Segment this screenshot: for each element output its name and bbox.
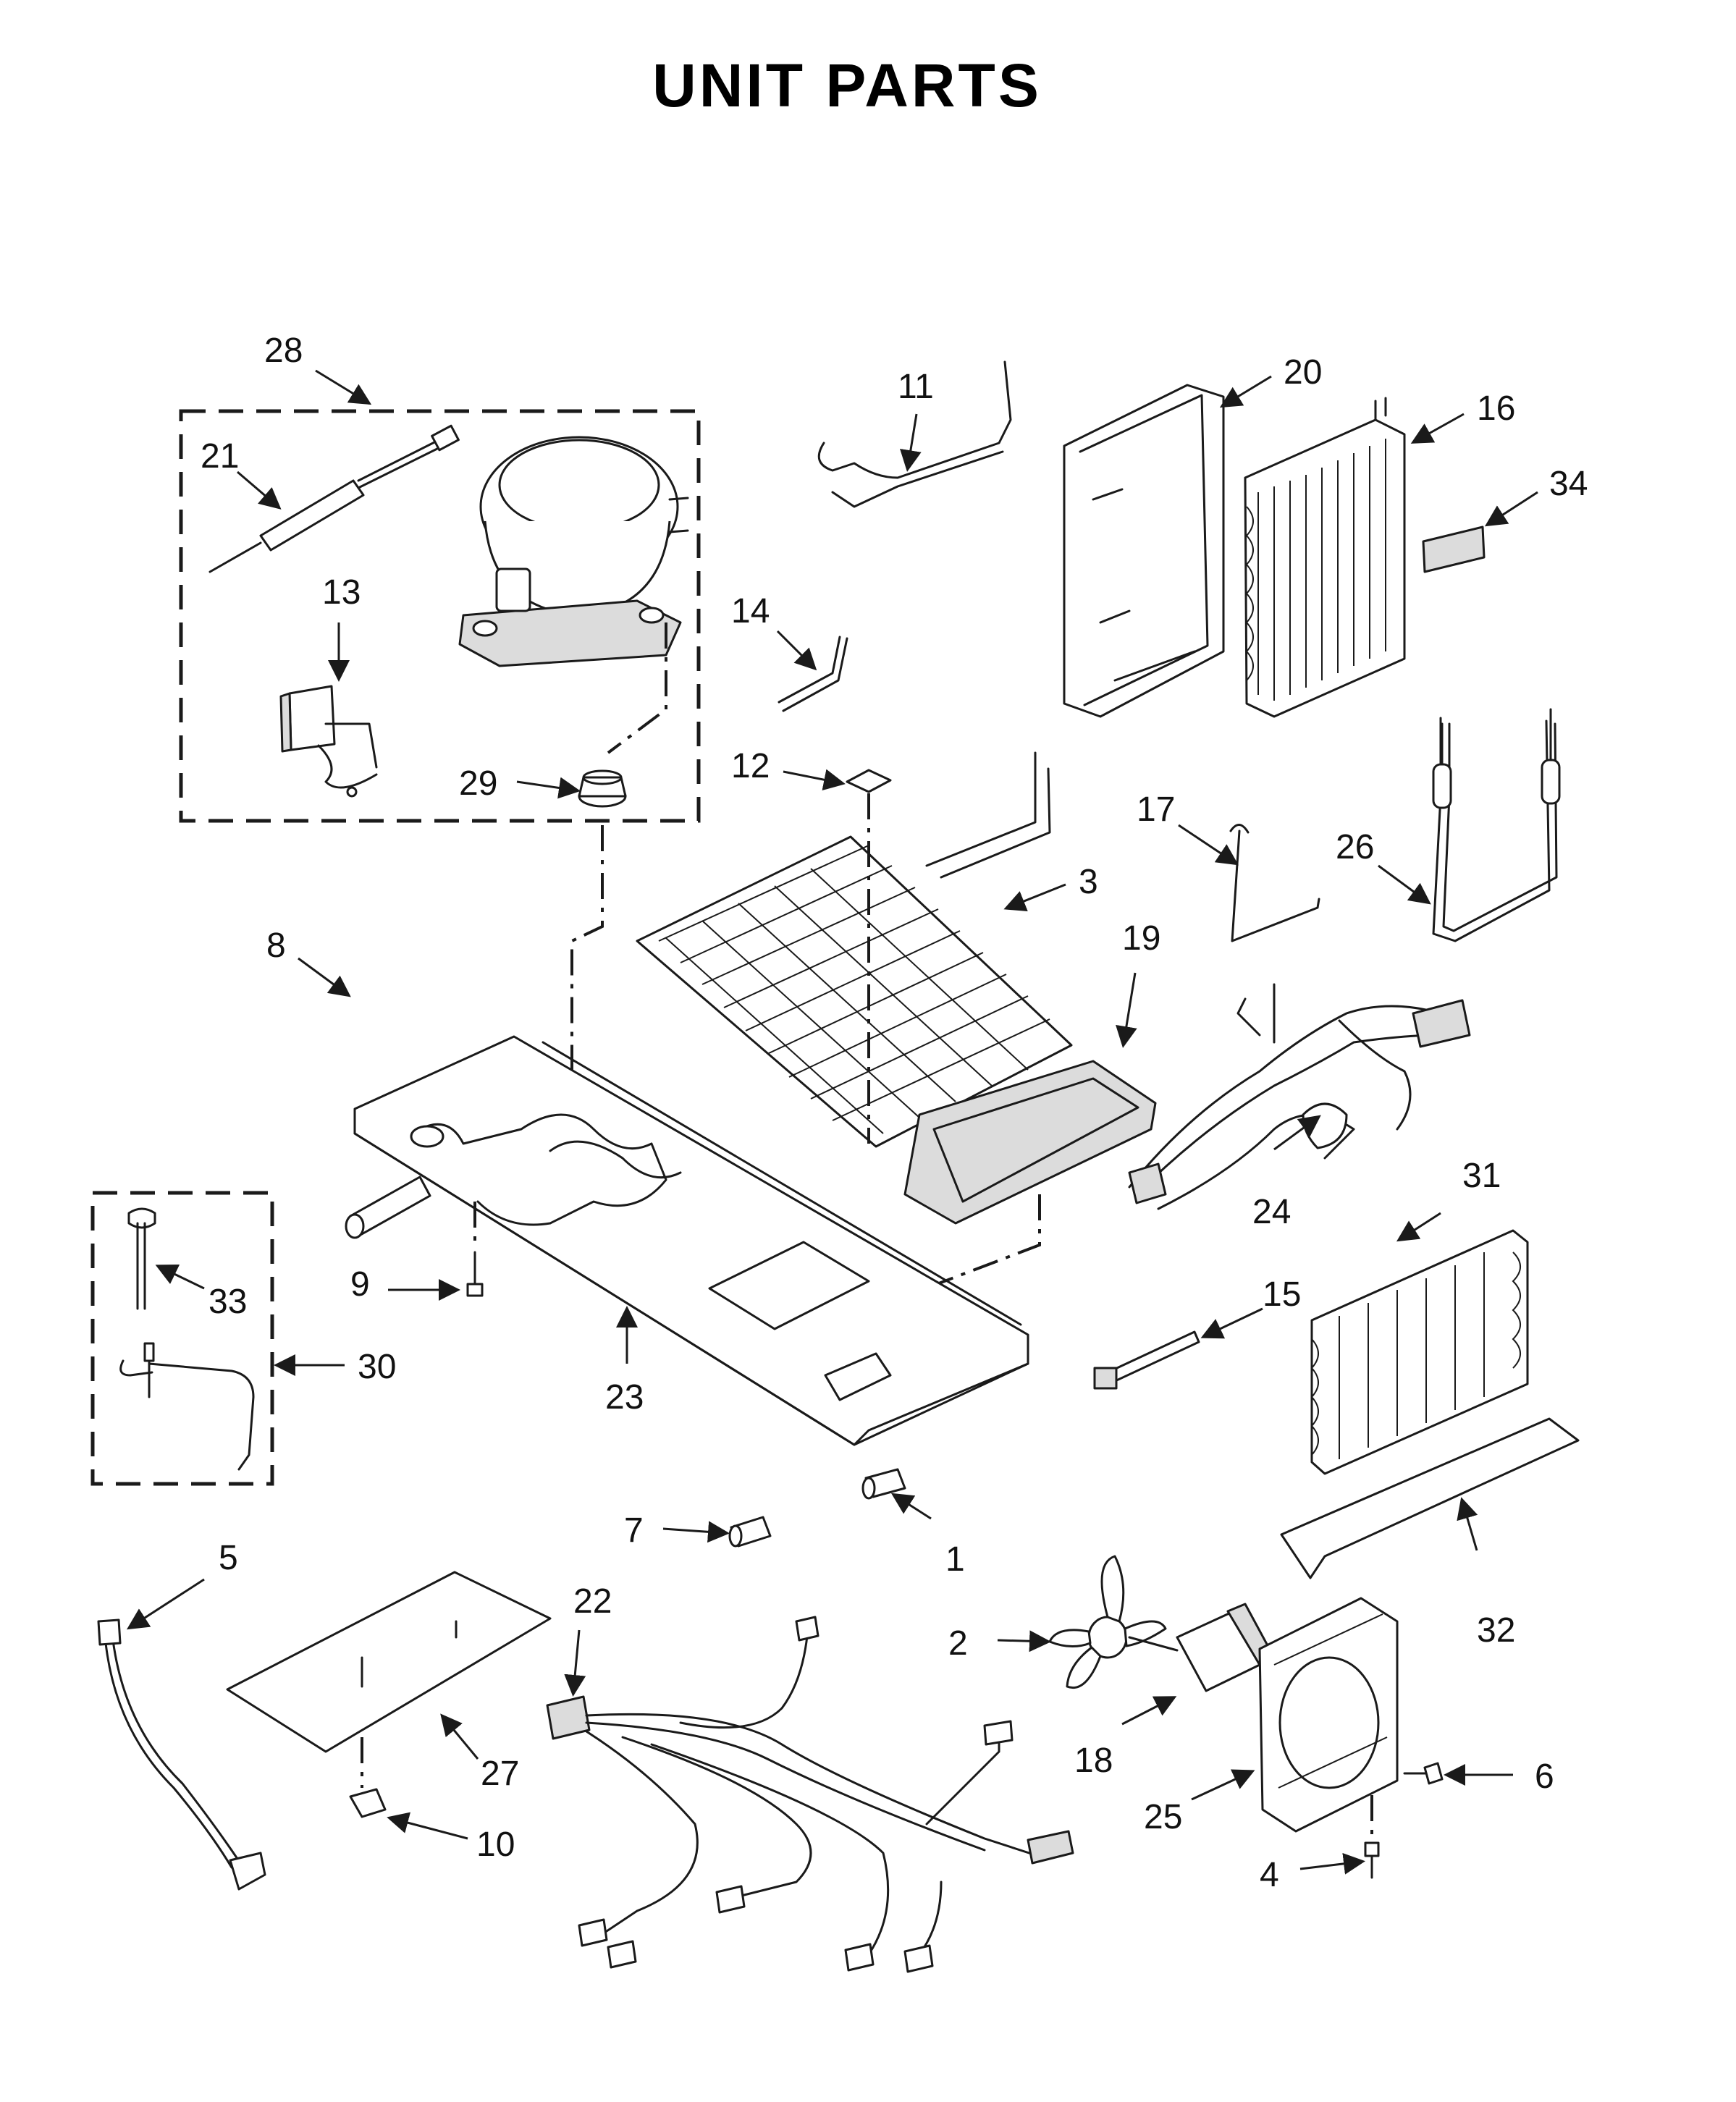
foot-clip[interactable] xyxy=(349,1788,387,1818)
callout-33: 33 xyxy=(208,1283,247,1321)
drain-tube[interactable] xyxy=(97,1618,266,1891)
callout-8: 8 xyxy=(266,927,286,965)
clip[interactable] xyxy=(846,769,892,793)
start-relay[interactable] xyxy=(279,685,378,798)
fan-blade[interactable] xyxy=(1048,1555,1167,1689)
leader-arrows xyxy=(126,369,1538,1875)
wire-bracket[interactable] xyxy=(1231,830,1320,942)
connector-1[interactable] xyxy=(861,1468,906,1500)
callout-9: 9 xyxy=(350,1265,370,1304)
callout-18: 18 xyxy=(1074,1742,1113,1780)
callout-11: 11 xyxy=(898,368,934,406)
callout-12: 12 xyxy=(731,747,770,785)
callout-16: 16 xyxy=(1477,389,1515,428)
callout-29: 29 xyxy=(459,764,497,803)
callout-14: 14 xyxy=(731,592,770,630)
callout-5: 5 xyxy=(219,1539,238,1577)
callout-25: 25 xyxy=(1144,1798,1182,1836)
screw-9[interactable] xyxy=(466,1251,484,1297)
condenser[interactable] xyxy=(1310,1229,1529,1475)
fan-motor[interactable] xyxy=(1128,1603,1276,1692)
filter-drier[interactable] xyxy=(208,424,460,573)
screw-4[interactable] xyxy=(1364,1795,1380,1879)
callout-17: 17 xyxy=(1137,790,1175,829)
callout-22: 22 xyxy=(573,1582,612,1621)
callout-19: 19 xyxy=(1122,919,1160,958)
screw-6[interactable] xyxy=(1403,1762,1444,1785)
callout-30: 30 xyxy=(358,1348,396,1386)
tube-elbow[interactable] xyxy=(778,636,848,712)
tie-strap[interactable] xyxy=(1093,1330,1200,1390)
insulation-sheet[interactable] xyxy=(226,1571,552,1753)
thermistor-wire-assembly[interactable] xyxy=(119,1342,255,1471)
group-box-28 xyxy=(179,409,701,823)
callout-27: 27 xyxy=(481,1755,519,1793)
callout-1: 1 xyxy=(945,1540,965,1579)
evaporator[interactable] xyxy=(1244,397,1406,718)
condenser-baffle[interactable] xyxy=(1280,1417,1580,1579)
callout-21: 21 xyxy=(201,437,239,476)
callout-23: 23 xyxy=(605,1378,644,1417)
callout-28: 28 xyxy=(264,332,303,370)
connector-7[interactable] xyxy=(728,1516,772,1548)
callout-15: 15 xyxy=(1263,1275,1301,1314)
main-wire-harness[interactable] xyxy=(546,1616,1074,1973)
fan-shroud[interactable] xyxy=(1258,1597,1399,1833)
evaporator-cover[interactable] xyxy=(1063,384,1225,718)
spacer-tube[interactable] xyxy=(345,1175,431,1239)
callout-32: 32 xyxy=(1477,1611,1515,1650)
callout-3: 3 xyxy=(1079,863,1098,901)
drain-pan[interactable] xyxy=(903,1060,1157,1225)
callout-10: 10 xyxy=(476,1825,515,1864)
compressor[interactable] xyxy=(458,436,689,667)
callout-2: 2 xyxy=(948,1624,968,1663)
group-box-30 xyxy=(90,1191,274,1486)
callout-6: 6 xyxy=(1535,1757,1554,1796)
callout-7: 7 xyxy=(624,1511,644,1550)
condenser-coil[interactable] xyxy=(636,751,1073,1148)
power-cord-harness[interactable] xyxy=(1128,983,1471,1210)
drier-tube-assembly[interactable] xyxy=(1432,708,1561,942)
evaporator-foam-pad[interactable] xyxy=(1422,526,1486,573)
callout-24: 24 xyxy=(1252,1193,1291,1231)
grommet[interactable] xyxy=(578,769,627,808)
callout-34: 34 xyxy=(1549,465,1588,503)
page-title: UNIT PARTS xyxy=(652,51,1042,119)
compressor-base-plate[interactable] xyxy=(353,1035,1029,1446)
callout-20: 20 xyxy=(1284,353,1322,392)
callout-4: 4 xyxy=(1260,1856,1279,1894)
thermistor[interactable] xyxy=(127,1207,156,1310)
callout-13: 13 xyxy=(322,573,361,612)
callout-26: 26 xyxy=(1336,828,1374,866)
callout-31: 31 xyxy=(1462,1157,1501,1195)
heat-exchanger-tube[interactable] xyxy=(817,360,1012,479)
